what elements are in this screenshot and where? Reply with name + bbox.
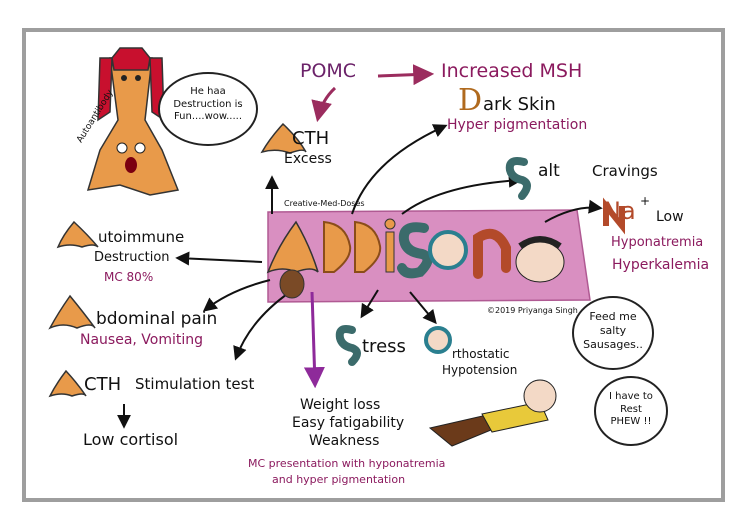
bubble-line: PHEW !!: [610, 416, 652, 427]
adrenal-icon-stimulation: [48, 369, 87, 398]
letter-s: [397, 222, 433, 279]
hyponatremia-label: Hyponatremia: [611, 235, 704, 250]
weight-loss-label: Weight loss: [300, 397, 381, 413]
abdominal-sub: Nausea, Vomiting: [80, 332, 204, 348]
increased-msh-label: Increased MSH: [441, 60, 583, 82]
adrenal-icon-acth: [260, 122, 307, 154]
bubble-line: Destruction is: [173, 98, 243, 110]
letter-i: [384, 218, 396, 273]
low-cortisol-label: Low cortisol: [83, 430, 179, 449]
stress-label: tress: [362, 336, 406, 357]
salt-label: alt: [538, 161, 560, 181]
bubble-line: Fun....wow.....: [173, 111, 243, 122]
arrow-to-salt: [401, 173, 523, 215]
dark-skin-label: ark Skin: [483, 94, 556, 115]
bubble-line: Rest: [620, 403, 642, 415]
fatigability-label: Easy fatigability: [292, 415, 405, 431]
stress-s-icon: [335, 325, 361, 366]
letter-d-2: [354, 220, 382, 273]
sodium-charge: +: [640, 194, 651, 208]
arrow-to-weight: [303, 291, 325, 389]
stim-test: Stimulation test: [135, 375, 255, 393]
feed-me-bubble: Feed me salty Sausages..: [572, 296, 654, 370]
orthostatic-label: rthostatic: [452, 347, 510, 361]
cravings-label: Cravings: [592, 162, 658, 180]
bubble-line: Sausages..: [583, 337, 643, 351]
arrow-to-autoimmune: [175, 251, 263, 266]
mc-presentation-line-1: MC presentation with hyponatremia: [248, 457, 446, 470]
arrow-to-abdominal: [202, 279, 271, 312]
letter-o-face: [428, 230, 468, 270]
copyright-label: ©2019 Priyanga Singh: [487, 306, 578, 315]
sodium-low: Low: [656, 209, 684, 225]
autoimmune-mc: MC 80%: [104, 270, 154, 284]
hyperkalemia-label: Hyperkalemia: [612, 257, 710, 273]
pomc-label: POMC: [300, 60, 357, 82]
open-mouth-character: [515, 236, 565, 283]
sodium-symbol: Na: [603, 197, 636, 225]
orthostatic-o-icon: [424, 326, 452, 354]
salt-s-icon: [505, 157, 531, 200]
autoimmune-destruction: Destruction: [94, 250, 170, 265]
arrow-pomc-msh: [377, 64, 435, 86]
arrow-to-stimulation: [233, 291, 291, 361]
lying-person: [428, 379, 557, 447]
arrow-to-stress: [360, 289, 379, 319]
hyper-pigmentation-label: Hyper pigmentation: [447, 117, 588, 133]
adrenal-icon-abdominal: [48, 294, 96, 330]
bubble-line: salty: [599, 323, 627, 337]
creative-med-doses-tag: Creative-Med-Doses: [284, 199, 365, 208]
stim-acth: CTH: [84, 374, 122, 395]
letter-a-adrenal: [266, 220, 319, 299]
sodium-n-icon: [603, 197, 625, 235]
abdominal-title: bdominal pain: [96, 309, 218, 329]
orthostatic-sub: Hypotension: [442, 363, 518, 377]
letter-d-1: [323, 220, 352, 273]
weakness-label: Weakness: [309, 433, 380, 449]
acth-excess-sub: Excess: [284, 151, 332, 167]
letter-n-sausage: [473, 228, 511, 279]
arrow-to-sodium: [544, 199, 603, 223]
bubble-line: He haa: [190, 86, 226, 97]
rest-bubble: I have to Rest PHEW !!: [594, 376, 668, 446]
arrow-to-orthostatic: [409, 291, 437, 325]
autoimmune-title: utoimmune: [98, 228, 185, 246]
bubble-line: Feed me: [589, 310, 637, 323]
mc-presentation-line-2: and hyper pigmentation: [272, 473, 406, 486]
arrow-to-dark-skin: [351, 124, 448, 215]
acth-excess-title: CTH: [292, 128, 330, 149]
adrenal-icon-autoimmune: [56, 220, 99, 249]
autoantibody-character: [86, 47, 180, 196]
dark-skin-initial: D: [458, 83, 483, 118]
autoantibody-speech-bubble: He haa Destruction is Fun....wow.....: [158, 72, 258, 146]
arrow-pomc-acth: [311, 86, 337, 123]
bubble-line: I have to: [609, 391, 653, 402]
